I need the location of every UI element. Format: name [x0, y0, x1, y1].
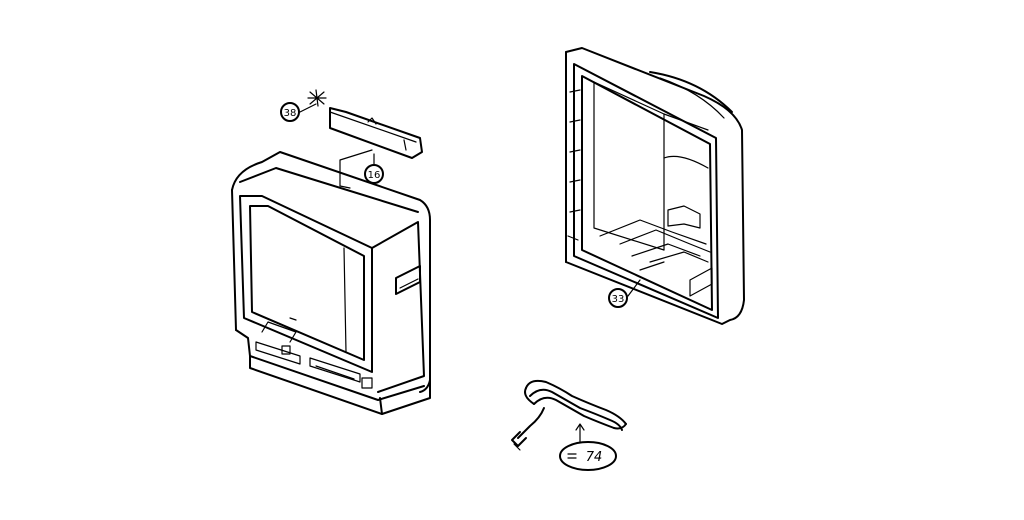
- callout-74: 74: [559, 423, 617, 471]
- front-cabinet: [231, 151, 431, 415]
- callout-16: 16: [364, 153, 384, 184]
- callout-38-label: 38: [284, 108, 297, 119]
- callout-33: 33: [608, 279, 641, 308]
- callout-74-label: 74: [586, 450, 603, 465]
- back-cabinet: [565, 47, 745, 325]
- screw-part: [299, 89, 327, 113]
- mounting-bracket: [329, 107, 423, 189]
- power-cord: [511, 379, 627, 451]
- callout-38: 38: [280, 102, 300, 122]
- callout-33-label: 33: [612, 294, 625, 305]
- callout-16-label: 16: [368, 170, 381, 181]
